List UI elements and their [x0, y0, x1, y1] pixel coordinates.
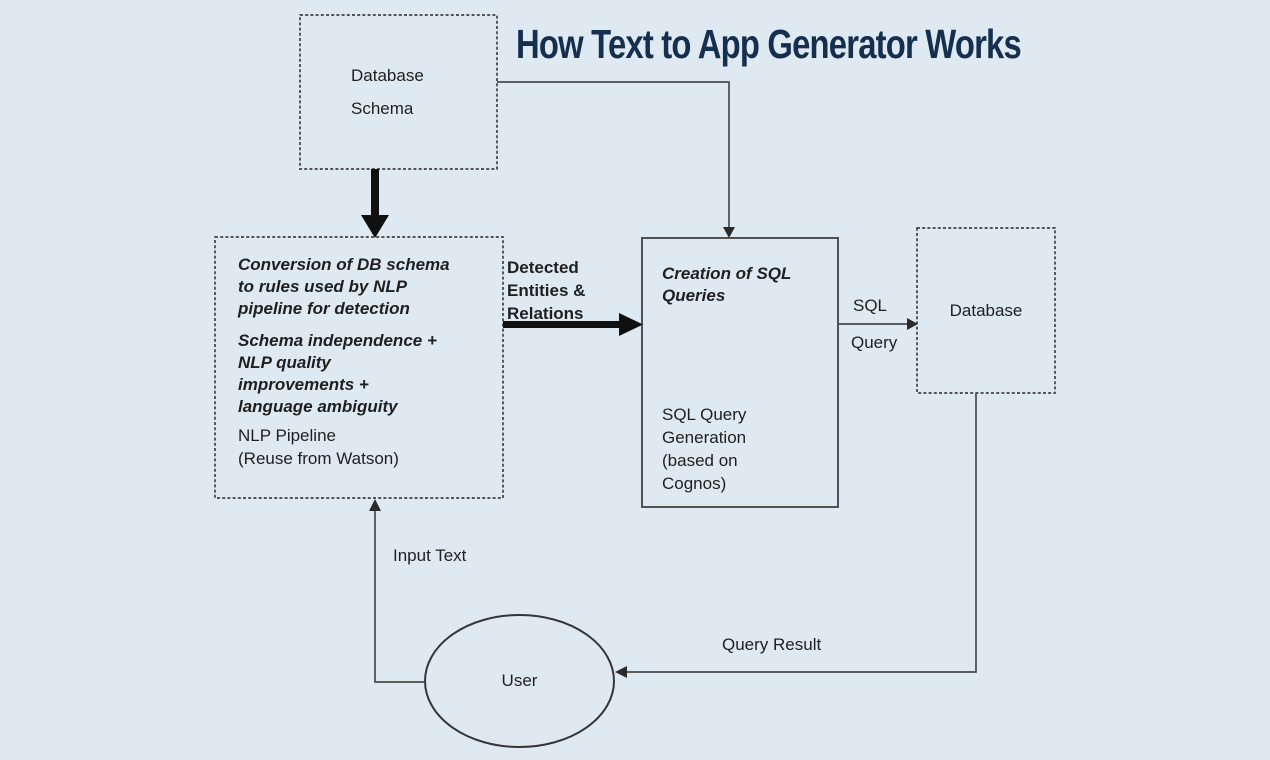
database-box-outline: [916, 227, 1056, 394]
database-node: Database: [917, 228, 1055, 393]
sql-creation-node: Creation of SQL Queries SQL Query Genera…: [642, 238, 838, 507]
edge-label-query-result: Query Result: [722, 635, 822, 654]
conversion-emphasis: Schema independence + NLP quality improv…: [238, 331, 437, 416]
thick-arrow-conversion-to-sqlcreation: [503, 313, 643, 336]
user-label: User: [501, 671, 538, 690]
page-title: How Text to App Generator Works: [516, 21, 1022, 67]
edge-database-to-user: [626, 393, 977, 673]
sql-creation-box-outline: [641, 237, 839, 508]
edge-schema-to-sqlcreation: [497, 81, 730, 228]
db-schema-label: Database Schema: [351, 66, 424, 118]
db-schema-node: Database Schema: [300, 15, 497, 169]
edge-label-input-text: Input Text: [393, 546, 467, 565]
db-schema-box-outline: [299, 14, 498, 170]
edge-label-detected-entities: Detected Entities & Relations: [507, 258, 586, 323]
conversion-note: NLP Pipeline (Reuse from Watson): [238, 426, 399, 468]
arrowhead-user-to-conversion: [369, 499, 381, 511]
edge-label-sql: SQL: [853, 296, 888, 315]
sql-creation-body: SQL Query Generation (based on Cognos): [662, 405, 747, 493]
database-label: Database: [949, 300, 1023, 320]
arrowhead-database-to-user: [615, 666, 627, 678]
conversion-heading: Conversion of DB schema to rules used by…: [238, 255, 450, 318]
conversion-box-outline: [214, 236, 504, 499]
thick-arrow-schema-to-conversion: [361, 169, 389, 238]
arrowhead-sqlcreation-to-database: [907, 318, 918, 330]
edge-label-query: Query: [851, 333, 898, 352]
edge-user-to-conversion: [374, 510, 425, 683]
conversion-node: Conversion of DB schema to rules used by…: [215, 237, 503, 498]
user-node: User: [425, 615, 614, 747]
arrowhead-schema-to-sqlcreation: [723, 227, 735, 238]
user-ellipse-outline: [424, 614, 615, 748]
sql-creation-heading: Creation of SQL Queries: [662, 264, 792, 305]
